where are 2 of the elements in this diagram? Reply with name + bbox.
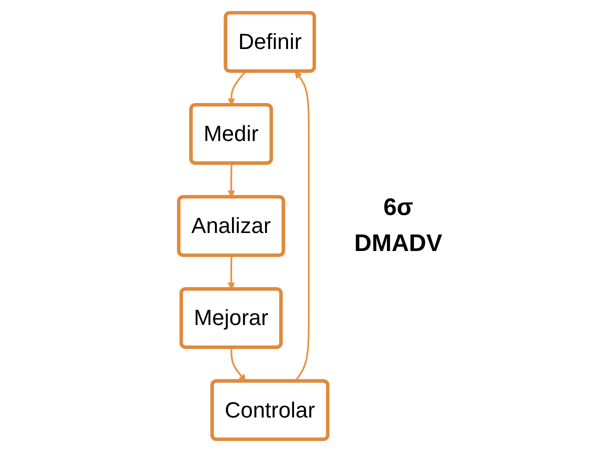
- center-label: DMADV: [354, 228, 442, 258]
- center-label: 6σ: [383, 192, 414, 222]
